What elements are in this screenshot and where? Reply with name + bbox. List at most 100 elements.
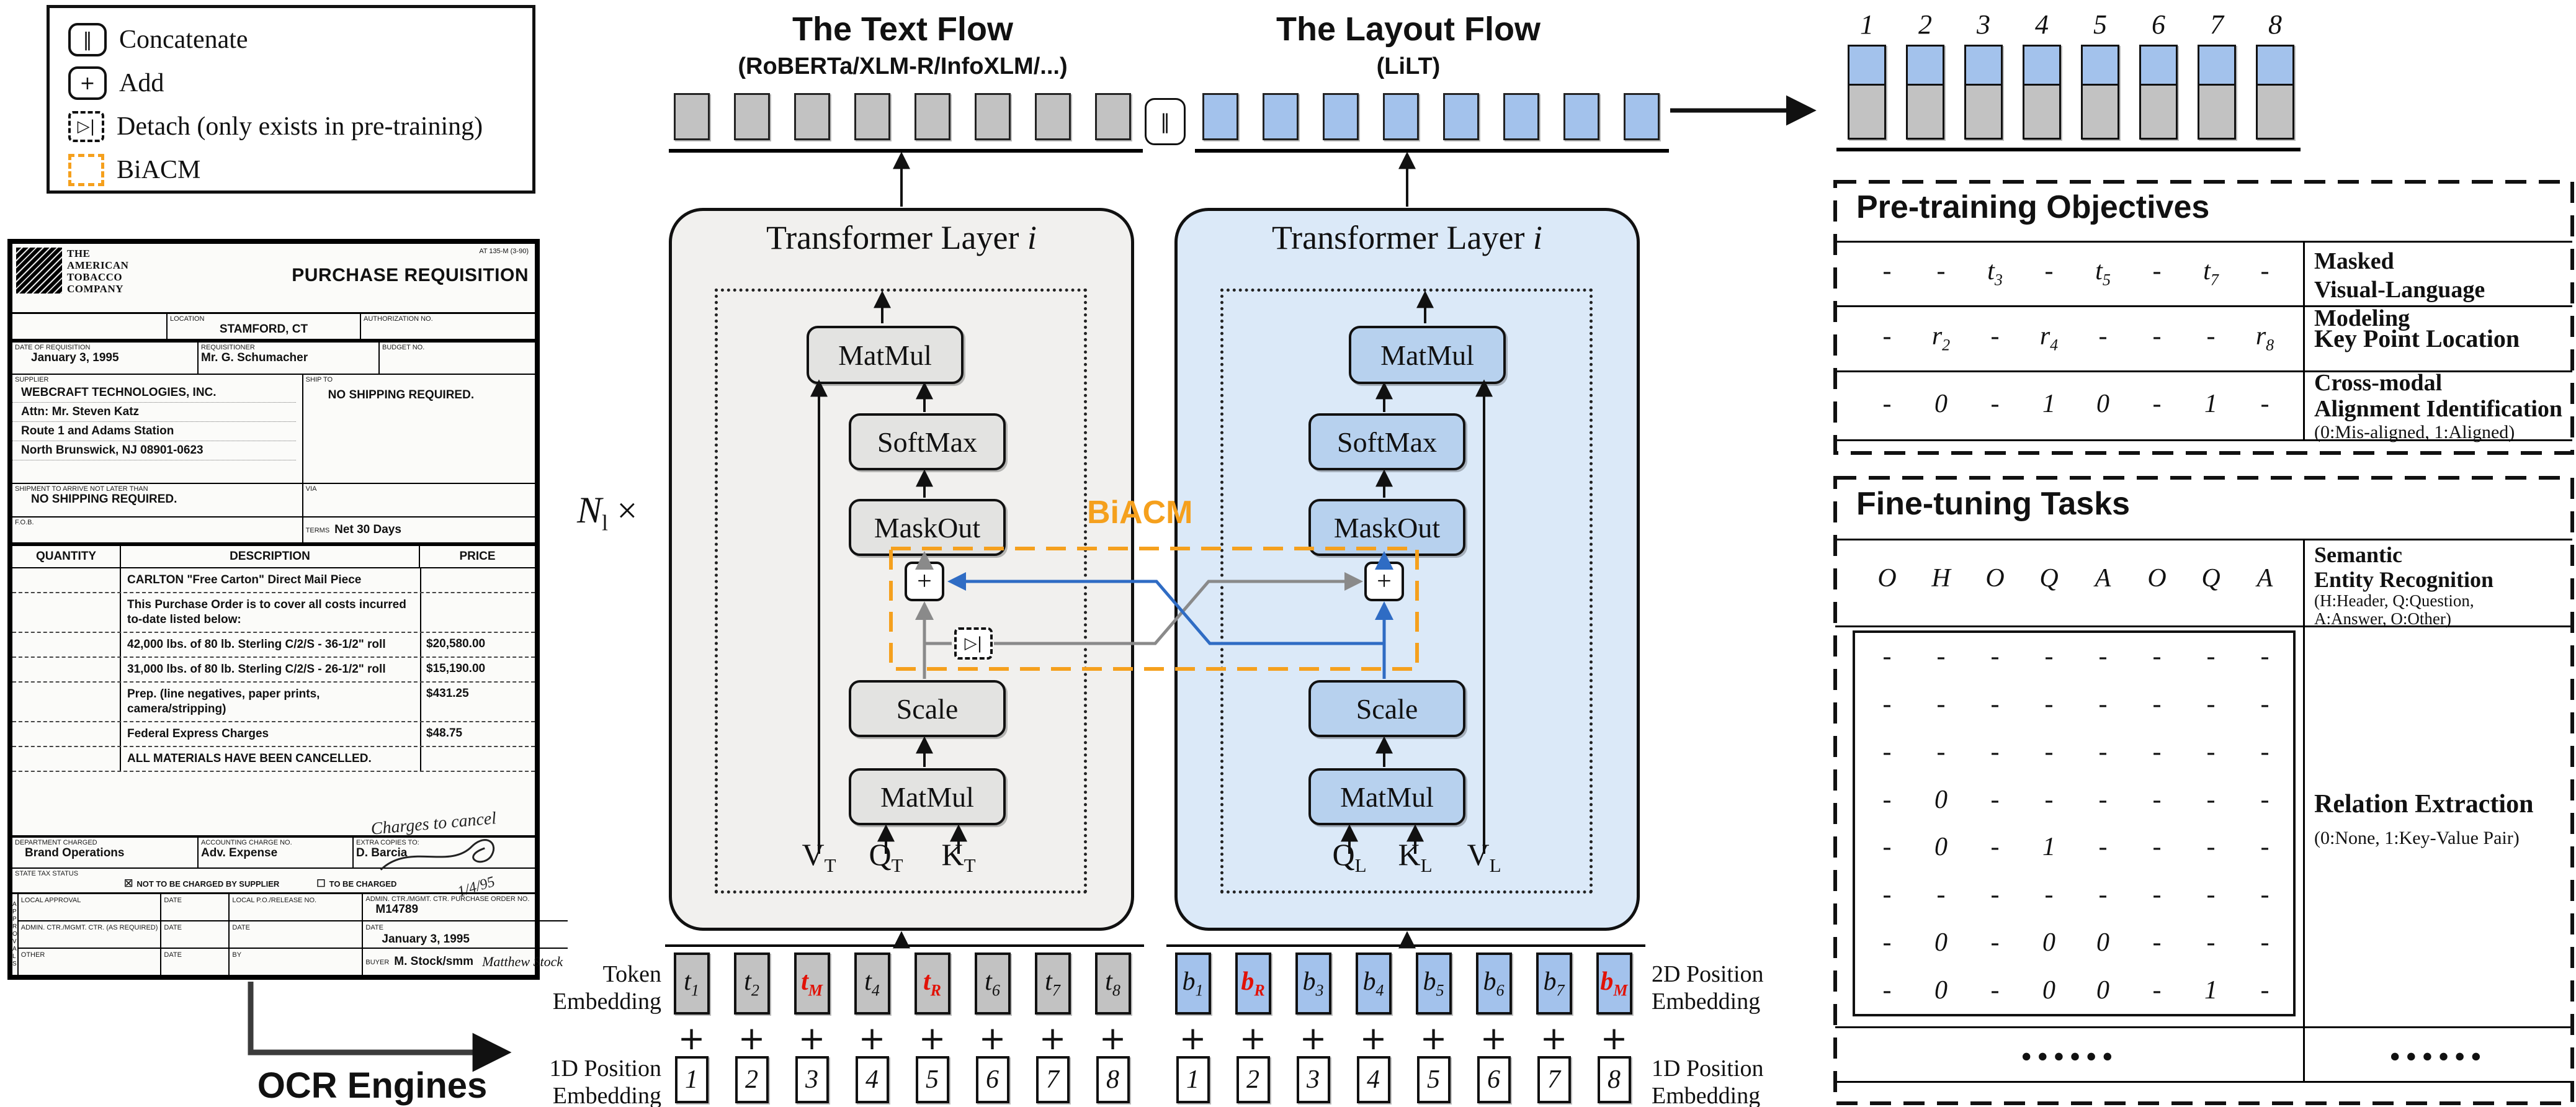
- legend-label: Add: [119, 69, 164, 97]
- plus-glyph: +: [1600, 1020, 1628, 1057]
- matrix-cell: -: [1882, 928, 1892, 957]
- layout-state-bar: [1202, 93, 1238, 140]
- output-embedding: [1906, 45, 1944, 140]
- target-cell: -: [2152, 389, 2162, 418]
- text-value-label: VT: [802, 837, 836, 876]
- layout-softmax: SoftMax: [1308, 413, 1465, 470]
- matrix-cell: -: [1990, 737, 2000, 766]
- divider: [1835, 1026, 2572, 1028]
- matrix-cell: -: [1882, 833, 1892, 862]
- text-add-row: + + + + + + + +: [661, 1020, 1143, 1057]
- position-index-cell: 3: [795, 1056, 829, 1103]
- output-index: 3: [1977, 9, 1990, 40]
- matrix-cell: 0: [2042, 975, 2055, 1005]
- ser-letter: O: [1985, 564, 2005, 593]
- box-embedding-cell: bM: [1596, 952, 1632, 1015]
- fob-label: F.O.B.: [15, 519, 34, 526]
- matrix-cell: -: [2260, 642, 2270, 671]
- company-name-line: COMPANY: [67, 283, 123, 295]
- matrix-cell: -: [2206, 785, 2216, 814]
- buyer-signature: Matthew Stock: [482, 954, 563, 969]
- text-scale: Scale: [849, 680, 1006, 737]
- legend-item-biacm: BiACM: [68, 148, 532, 192]
- target-cell: -: [2260, 389, 2270, 418]
- target-cell: -: [1882, 257, 1892, 286]
- matrix-cell: -: [2044, 737, 2054, 766]
- matrix-cell: -: [2206, 833, 2216, 862]
- output-embedding: [2198, 45, 2236, 140]
- detach-node: ▷|: [954, 627, 993, 660]
- relation-extraction-matrix: -------- -------- -------- -0------ -0-1…: [1853, 630, 2296, 1016]
- department-value: Brand Operations: [25, 846, 125, 859]
- local-approval-label: LOCAL APPROVAL: [20, 897, 81, 904]
- supplier-address-line: WEBCRAFT TECHNOLOGIES, INC.: [12, 383, 296, 403]
- position-index-cell: 6: [975, 1056, 1009, 1103]
- plus-glyph: +: [1039, 1020, 1067, 1057]
- ser-letter: Q: [2039, 564, 2059, 593]
- layout-state-bar: [1322, 93, 1359, 140]
- matrix-cell: -: [2098, 737, 2108, 766]
- plus-glyph: +: [1359, 1020, 1387, 1057]
- target-cell: -: [1882, 321, 1892, 351]
- output-embedding-row: [1838, 45, 2304, 140]
- plus-glyph: +: [1099, 1020, 1127, 1057]
- unchecked-checkbox-icon: ☐: [316, 879, 326, 889]
- target-cell: t5: [2095, 257, 2111, 289]
- plus-glyph: +: [1239, 1020, 1267, 1057]
- signature-scribble: [380, 839, 495, 871]
- plus-glyph: +: [1540, 1020, 1568, 1057]
- target-cell: r8: [2255, 321, 2274, 354]
- date-value: January 3, 1995: [31, 351, 119, 364]
- legend-label: Detach (only exists in pre-training): [117, 112, 483, 141]
- line-item-price: [420, 593, 535, 632]
- legend-item-detach: ▷| Detach (only exists in pre-training): [68, 105, 532, 148]
- supplier-address-line: Attn: Mr. Steven Katz: [12, 403, 296, 422]
- plus-glyph: +: [858, 1020, 886, 1057]
- target-cell: -: [2152, 257, 2162, 286]
- authorization-label: AUTHORIZATION NO.: [364, 315, 433, 323]
- admin-required-label: ADMIN. CTR./MGMT. CTR. (AS REQUIRED): [20, 924, 158, 931]
- matrix-cell: 0: [2096, 975, 2109, 1005]
- text-state-bar: [854, 93, 890, 140]
- date-col-label: DATE: [232, 924, 250, 931]
- buyer-label: BUYER: [365, 959, 390, 966]
- text-flow-title: The Text Flow: [792, 11, 1013, 48]
- location-label: LOCATION: [170, 315, 205, 323]
- matrix-cell: -: [2044, 785, 2054, 814]
- matrix-cell: -: [2260, 881, 2270, 910]
- kpl-label: Key Point Location: [2314, 325, 2520, 352]
- matrix-cell: 0: [1934, 785, 1948, 814]
- text-query-label: QT: [869, 837, 903, 876]
- layout-maskout: MaskOut: [1308, 499, 1465, 556]
- tax-status-label: STATE TAX STATUS: [15, 870, 79, 877]
- mvlm-label: Masked Visual-Language Modeling: [2314, 248, 2485, 331]
- text-matmul-top: MatMul: [807, 326, 964, 384]
- matrix-cell: -: [2152, 975, 2162, 1005]
- layout-matmul-bottom: MatMul: [1308, 768, 1465, 825]
- company-name-line: AMERICAN: [67, 259, 129, 271]
- matrix-cell: -: [2152, 690, 2162, 719]
- box-embedding-cell: b1: [1174, 952, 1211, 1015]
- ellipsis-right: ••••••: [2390, 1041, 2487, 1072]
- ser-letter: O: [1877, 564, 1897, 593]
- plus-glyph: +: [678, 1020, 705, 1057]
- quantity-header: QUANTITY: [12, 546, 121, 567]
- output-underline: [1836, 148, 2301, 151]
- layout-state-bar: [1442, 93, 1479, 140]
- price-header: PRICE: [459, 550, 496, 563]
- ser-letter: Q: [2201, 564, 2220, 593]
- text-softmax: SoftMax: [849, 413, 1006, 470]
- position-index-cell: 5: [1416, 1056, 1451, 1103]
- document-title: PURCHASE REQUISITION: [292, 265, 529, 285]
- line-item-description: 31,000 lbs. of 80 lb. Sterling C/2/S - 2…: [127, 663, 386, 676]
- layout-query-label: QL: [1332, 837, 1367, 876]
- matrix-cell: -: [2260, 785, 2270, 814]
- matrix-cell: -: [2098, 881, 2108, 910]
- company-name-line: TOBACCO: [67, 271, 123, 283]
